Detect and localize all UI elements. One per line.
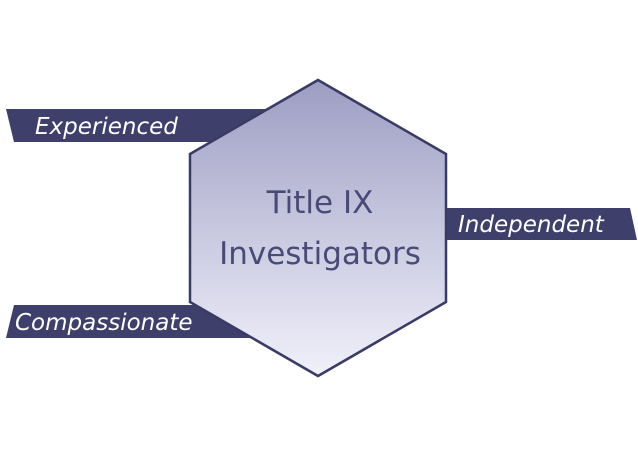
tag-compassionate: Compassionate	[6, 305, 260, 338]
tag-experienced-banner	[6, 109, 290, 142]
tag-experienced: Experienced	[6, 109, 290, 142]
hexagon-title-line1: Title IX	[266, 185, 374, 221]
hexagon-shape	[188, 78, 448, 378]
hexagon-title-line2: Investigators	[219, 236, 421, 272]
tag-independent-banner	[420, 208, 637, 240]
tag-independent: Independent	[420, 208, 637, 240]
tag-compassionate-label: Compassionate	[15, 310, 193, 336]
hexagon-node: Title IX Investigators	[188, 78, 448, 378]
tag-compassionate-banner	[6, 305, 260, 338]
tag-experienced-label: Experienced	[35, 114, 178, 140]
tag-independent-label: Independent	[458, 212, 605, 238]
